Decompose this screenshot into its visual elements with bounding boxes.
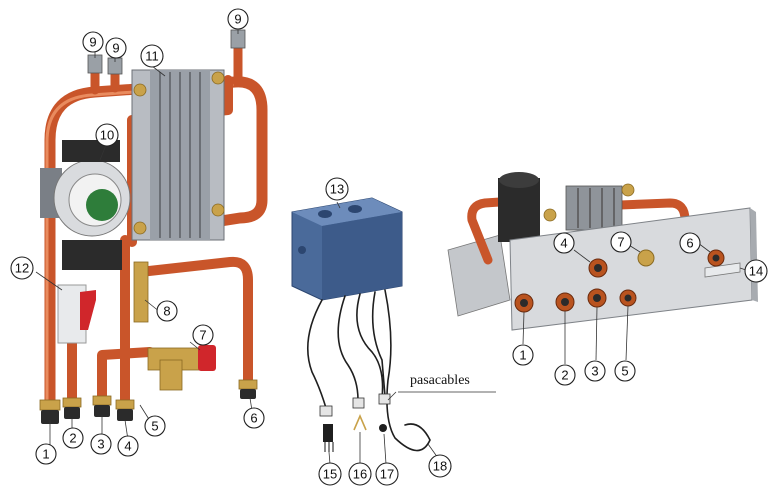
svg-text:13: 13 — [330, 182, 344, 197]
callout-5-right: 5 — [614, 360, 636, 382]
svg-text:8: 8 — [163, 304, 170, 319]
callout-4-left: 4 — [117, 435, 139, 457]
svg-text:5: 5 — [151, 419, 158, 434]
junction-box — [291, 197, 403, 301]
svg-text:6: 6 — [250, 411, 257, 426]
callout-9-c: 9 — [227, 8, 249, 30]
hydraulic-module — [39, 29, 268, 424]
callout-7-right: 7 — [610, 231, 632, 253]
callout-17: 17 — [375, 462, 399, 486]
cables — [306, 289, 431, 452]
ball-valve — [57, 284, 96, 344]
callout-6-left: 6 — [243, 407, 265, 429]
svg-text:16: 16 — [353, 467, 367, 482]
callout-2-left: 2 — [62, 427, 84, 449]
callout-14: 14 — [744, 259, 768, 283]
callout-13: 13 — [325, 177, 349, 201]
callout-1-right: 1 — [512, 344, 534, 366]
callout-3-right: 3 — [584, 360, 606, 382]
callout-5-left: 5 — [144, 415, 166, 437]
callout-8: 8 — [156, 300, 178, 322]
svg-text:12: 12 — [15, 261, 29, 276]
circulation-pump — [40, 140, 131, 270]
svg-text:1: 1 — [519, 348, 526, 363]
callout-11: 11 — [140, 44, 164, 68]
callout-9-b: 9 — [105, 37, 127, 59]
svg-text:4: 4 — [560, 236, 567, 251]
callout-9-a: 9 — [82, 31, 104, 53]
callout-6-right: 6 — [679, 232, 701, 254]
svg-text:7: 7 — [199, 328, 206, 343]
svg-text:3: 3 — [591, 364, 598, 379]
callout-1-left: 1 — [35, 443, 57, 465]
cable-gland-label: pasacables — [410, 373, 470, 388]
callout-12: 12 — [10, 256, 34, 280]
svg-text:6: 6 — [686, 236, 693, 251]
svg-text:3: 3 — [97, 437, 104, 452]
callout-10: 10 — [95, 123, 119, 147]
svg-text:7: 7 — [617, 235, 624, 250]
svg-text:17: 17 — [380, 467, 394, 482]
svg-text:10: 10 — [100, 128, 114, 143]
callout-2-right: 2 — [554, 364, 576, 386]
svg-text:9: 9 — [89, 35, 96, 50]
callout-3-left: 3 — [90, 433, 112, 455]
svg-text:2: 2 — [69, 431, 76, 446]
safety-valve — [147, 345, 216, 391]
svg-text:2: 2 — [561, 368, 568, 383]
callout-15: 15 — [318, 462, 342, 486]
svg-text:5: 5 — [621, 364, 628, 379]
svg-text:1: 1 — [42, 447, 49, 462]
callout-16: 16 — [348, 462, 372, 486]
svg-text:18: 18 — [433, 459, 447, 474]
wall-mount-module — [447, 172, 758, 331]
callout-18: 18 — [428, 454, 452, 478]
svg-text:9: 9 — [234, 12, 241, 27]
callout-4-right: 4 — [553, 232, 575, 254]
svg-text:9: 9 — [112, 41, 119, 56]
svg-text:11: 11 — [145, 49, 159, 64]
callout-7-left: 7 — [192, 324, 214, 346]
svg-text:4: 4 — [124, 439, 131, 454]
svg-text:14: 14 — [749, 264, 763, 279]
svg-text:15: 15 — [323, 467, 337, 482]
heat-exchanger — [131, 69, 225, 241]
